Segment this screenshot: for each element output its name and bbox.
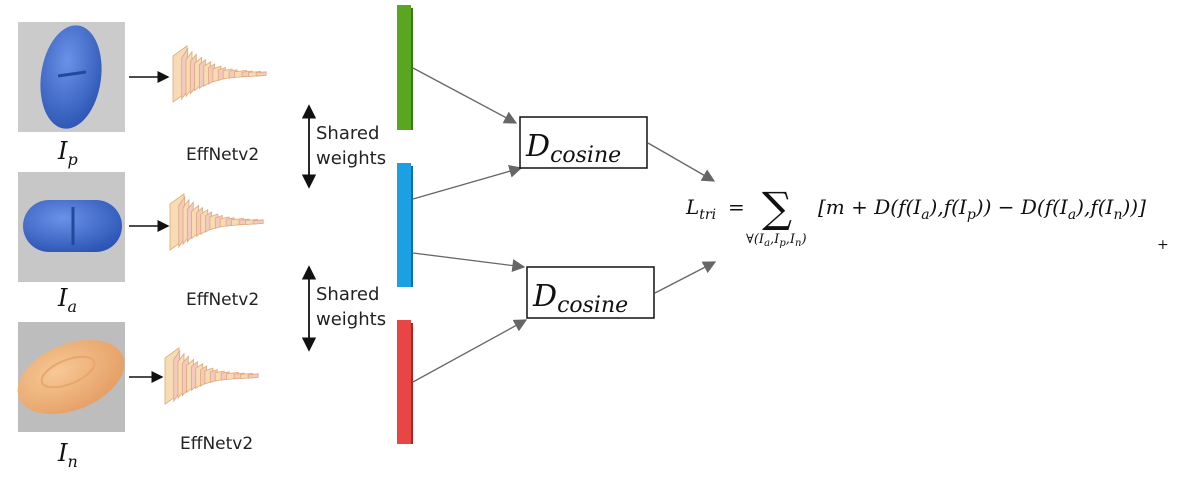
arrow-positive-to-distance (412, 67, 518, 124)
distance-box-frame (526, 266, 655, 319)
distance-box-frame (519, 116, 648, 169)
arrow-distance-bottom-to-loss (654, 261, 717, 294)
shared-weights-label-top-line2: weights (316, 148, 386, 169)
embedding-bar-edge (411, 323, 413, 444)
arrow-distance-top-to-loss (647, 142, 716, 182)
arrow-anchor-to-distance-bottom (412, 252, 526, 272)
summation-subscript: ∀(Ia,Ip,In) (746, 232, 807, 249)
network-label-positive: EffNetv2 (186, 145, 259, 165)
network-layer (255, 71, 267, 77)
shared-weights-label-bottom-line2: weights (316, 309, 386, 330)
embedding-bar (397, 5, 411, 130)
orange-pill (17, 339, 125, 415)
input-image-positive (18, 22, 125, 132)
pill-score-line (57, 70, 87, 78)
shared-weights-label-top-line1: Shared (316, 123, 379, 144)
network-layer (247, 373, 259, 379)
embedding-vector-negative (397, 320, 413, 444)
effnet-stack-negative (164, 347, 259, 405)
effnet-stack-positive (172, 45, 267, 103)
shared-weights-label-bottom-line1: Shared (316, 284, 379, 305)
input-image-negative (17, 322, 125, 432)
input-label-positive: Ip (57, 137, 78, 169)
distance-box-bottom: Dcosine (526, 266, 655, 319)
effnet-stack-anchor (169, 193, 264, 251)
summation-symbol: ∑ (762, 183, 792, 232)
loss-equals: = (728, 195, 745, 219)
network-label-anchor: EffNetv2 (186, 290, 259, 310)
embedding-bar-edge (411, 166, 413, 287)
arrow-anchor-to-distance-top (412, 164, 523, 200)
embedding-vector-positive (397, 5, 413, 130)
pill-imprint (40, 355, 96, 389)
embedding-bar-edge (411, 8, 413, 130)
triplet-loss-formula: Ltri = ∑ ∀(Ia,Ip,In) [m + D(f(Ia),f(Ip))… (685, 183, 1169, 253)
embedding-bar (397, 163, 411, 287)
input-label-anchor: Ia (57, 284, 77, 316)
distance-label: Dcosine (525, 129, 621, 168)
input-image-anchor (18, 172, 125, 282)
arrow-negative-to-distance (412, 319, 528, 383)
network-label-negative: EffNetv2 (180, 434, 253, 454)
network-layer (252, 219, 264, 225)
blue-pill (40, 25, 102, 129)
input-label-negative: In (57, 439, 78, 471)
loss-lhs: Ltri (685, 195, 716, 223)
distance-box-top: Dcosine (519, 116, 648, 169)
embedding-bar (397, 320, 411, 444)
embedding-vector-anchor (397, 163, 413, 287)
loss-bracket-expression: [m + D(f(Ia),f(Ip)) − D(f(Ia),f(In))] (818, 195, 1146, 223)
distance-label: Dcosine (532, 279, 628, 318)
loss-plus-subscript: + (1157, 237, 1169, 253)
